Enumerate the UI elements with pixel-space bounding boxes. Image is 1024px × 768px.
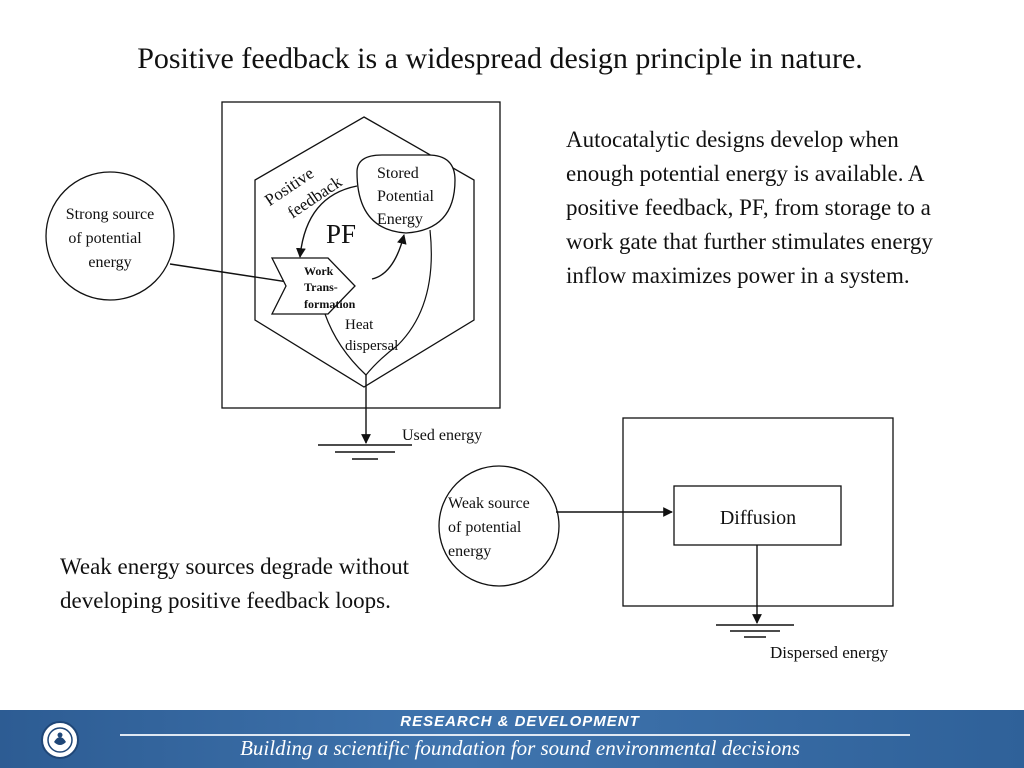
- weak-source-circle: [438, 465, 560, 587]
- heat-dispersal-label: Heat dispersal: [345, 317, 398, 354]
- autocatalytic-description: Autocatalytic designs develop when enoug…: [566, 127, 933, 288]
- weak-source-label: Weak source of potential energy: [448, 495, 534, 560]
- autocatalytic-diagram: Strong source of potential energy Stored…: [45, 101, 501, 460]
- used-energy-label: Used energy: [402, 427, 482, 444]
- storage-heat-line: [365, 229, 432, 376]
- diffusion-label: Diffusion: [720, 507, 796, 529]
- strong-source-circle: [45, 171, 175, 301]
- dispersed-energy-label: Dispersed energy: [770, 643, 889, 662]
- heat-sink-icon: [318, 444, 412, 460]
- positive-feedback-label: Positive feedback: [261, 153, 346, 229]
- positive-feedback-arrow: [295, 185, 358, 258]
- footer-banner: RESEARCH & DEVELOPMENT Building a scient…: [0, 710, 1024, 768]
- energy-diagrams: Strong source of potential energy Stored…: [45, 101, 894, 662]
- weak-sources-description: Weak energy sources degrade without deve…: [60, 554, 409, 613]
- system-boundary: [221, 101, 501, 409]
- work-transformation-gate: [270, 257, 356, 315]
- consumer-hexagon: [254, 116, 475, 388]
- footer-tagline: Building a scientific foundation for sou…: [240, 736, 800, 760]
- work-to-storage-arrow: [371, 234, 407, 280]
- storage-tank: [356, 154, 456, 234]
- diffusion-diagram: Weak source of potential energy Diffusio…: [438, 417, 894, 662]
- work-transformation-label: Work Trans- formation: [304, 264, 356, 311]
- diffusion-box: [673, 485, 842, 546]
- slide-title: Positive feedback is a widespread design…: [137, 42, 863, 75]
- work-heat-line: [324, 313, 367, 376]
- footer-title: RESEARCH & DEVELOPMENT: [400, 713, 640, 730]
- storage-label: Stored Potential Energy: [377, 165, 438, 228]
- dispersal-sink-icon: [716, 624, 794, 638]
- pf-label: PF: [326, 219, 356, 249]
- strong-source-label: Strong source of potential energy: [66, 206, 158, 271]
- footer-divider: [120, 734, 910, 736]
- epa-seal-icon: [41, 721, 79, 759]
